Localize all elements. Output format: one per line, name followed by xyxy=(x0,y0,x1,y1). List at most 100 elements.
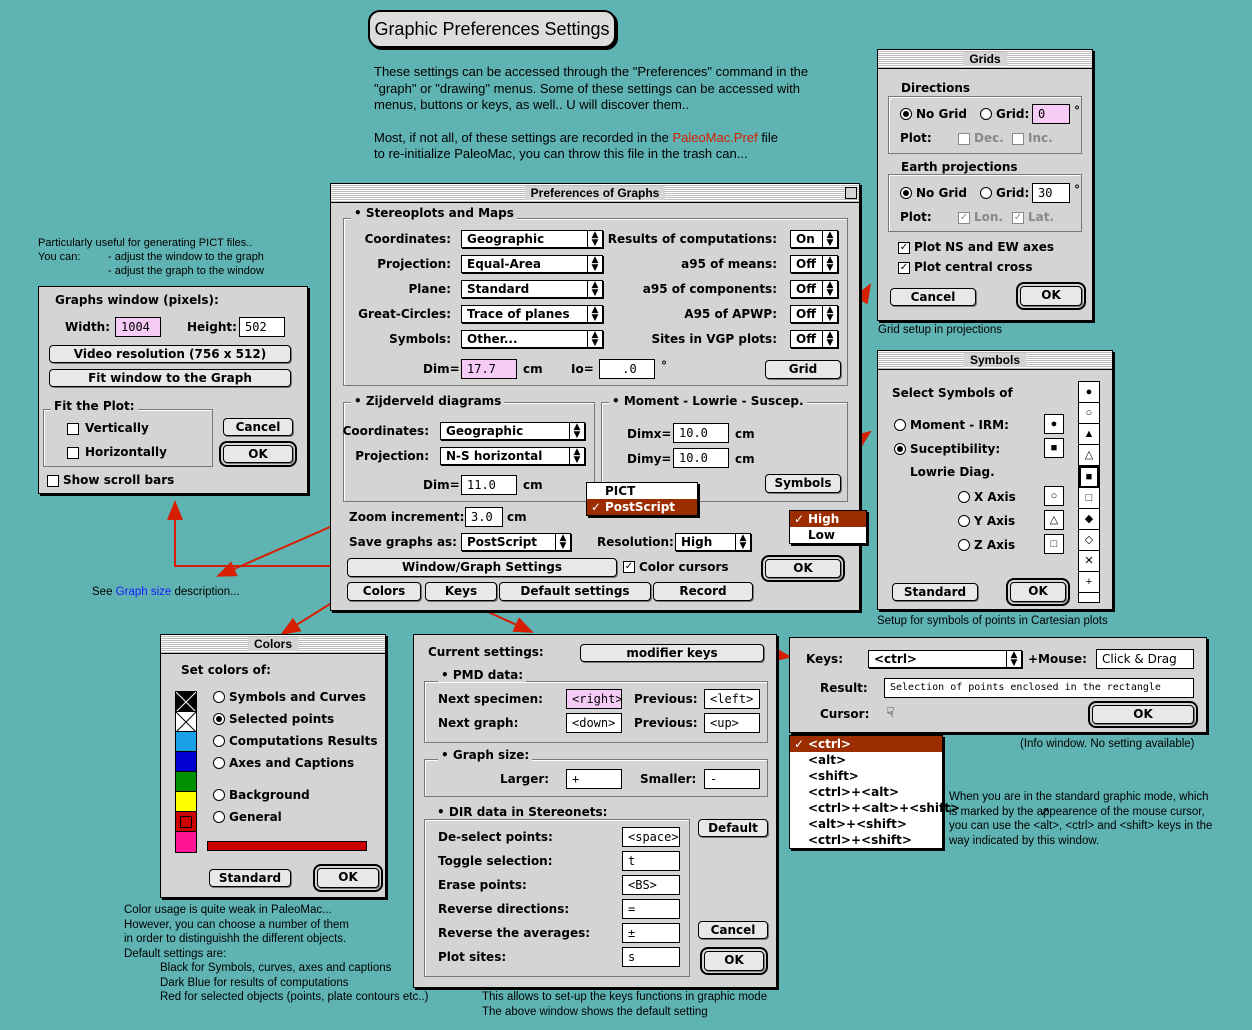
palette-symbol[interactable]: ● xyxy=(1079,382,1099,403)
earth-grid-radio[interactable] xyxy=(980,187,992,199)
results-popup[interactable]: On▲▼ xyxy=(790,230,838,248)
color-cursors-checkbox[interactable]: ✓ xyxy=(623,561,635,573)
save-as-popup[interactable]: PostScript▲▼ xyxy=(461,533,571,551)
inc-checkbox[interactable] xyxy=(1012,133,1024,145)
key-row-field[interactable]: <BS> xyxy=(622,875,680,895)
keys-ok-button[interactable]: OK xyxy=(700,947,768,975)
color-target-radio[interactable] xyxy=(213,789,225,801)
height-field[interactable]: 502 xyxy=(239,317,285,337)
color-target-radio[interactable] xyxy=(213,757,225,769)
resolution-menu-item[interactable]: ✓High xyxy=(790,511,866,527)
palette-symbol[interactable]: ○ xyxy=(1079,403,1099,424)
zoom-box-icon[interactable] xyxy=(845,187,857,199)
grid-button[interactable]: Grid xyxy=(765,360,841,379)
vertically-checkbox[interactable] xyxy=(67,423,79,435)
dimy-field[interactable]: 10.0 xyxy=(673,448,729,468)
resolution-popup[interactable]: High▲▼ xyxy=(675,533,751,551)
swatch-light-blue[interactable] xyxy=(175,731,197,753)
palette-symbol[interactable]: + xyxy=(1079,572,1099,593)
x-axis-radio[interactable] xyxy=(958,491,970,503)
palette-symbol[interactable]: ▲ xyxy=(1079,424,1099,445)
dir-grid-field[interactable]: 0 xyxy=(1032,104,1070,124)
a95-means-popup[interactable]: Off▲▼ xyxy=(790,255,838,273)
keys-menu-item[interactable]: <alt>+<shift> xyxy=(808,817,907,831)
previous-specimen-field[interactable]: <left> xyxy=(704,689,760,709)
keys-menu-item[interactable]: <ctrl>+<shift> xyxy=(808,833,912,847)
y-axis-radio[interactable] xyxy=(958,515,970,527)
gwin-cancel-button[interactable]: Cancel xyxy=(223,418,293,436)
moment-symbol[interactable]: ● xyxy=(1044,414,1064,434)
graph-size-link[interactable]: Graph size xyxy=(115,586,172,598)
zoom-field[interactable]: 3.0 xyxy=(465,507,503,527)
central-cross-checkbox[interactable]: ✓ xyxy=(898,262,910,274)
grids-ok-button[interactable]: OK xyxy=(1016,282,1086,310)
palette-symbol[interactable]: ■ xyxy=(1079,466,1099,488)
swatch-black[interactable] xyxy=(175,691,197,713)
keys-cancel-button[interactable]: Cancel xyxy=(698,921,768,939)
dir-no-grid-radio[interactable] xyxy=(900,108,912,120)
x-axis-symbol[interactable]: ○ xyxy=(1044,486,1064,506)
plane-popup[interactable]: Standard▲▼ xyxy=(461,280,603,298)
pref-file-link[interactable]: PaleoMac.Pref xyxy=(672,129,758,145)
key-row-field[interactable]: ± xyxy=(622,923,680,943)
lon-checkbox[interactable]: ✓ xyxy=(958,212,970,224)
stereo-dim-field[interactable]: 17.7 xyxy=(461,359,517,379)
lat-checkbox[interactable]: ✓ xyxy=(1012,212,1024,224)
smaller-field[interactable]: - xyxy=(704,769,760,789)
record-button[interactable]: Record xyxy=(653,582,753,601)
swatch-yellow[interactable] xyxy=(175,791,197,813)
zijd-projection-popup[interactable]: N-S horizontal▲▼ xyxy=(440,447,585,465)
io-field[interactable]: .0 xyxy=(599,359,655,379)
info-ok-button[interactable]: OK xyxy=(1088,701,1198,728)
coordinates-popup[interactable]: Geographic▲▼ xyxy=(461,230,603,248)
ns-ew-axes-checkbox[interactable]: ✓ xyxy=(898,242,910,254)
keys-menu-item[interactable]: <alt> xyxy=(808,753,847,767)
keys-menu-item[interactable]: <shift> xyxy=(808,769,859,783)
colors-ok-button[interactable]: OK xyxy=(313,864,383,892)
keys-default-button[interactable]: Default xyxy=(698,819,768,837)
swatch-green[interactable] xyxy=(175,771,197,793)
dir-grid-radio[interactable] xyxy=(980,108,992,120)
a95-components-popup[interactable]: Off▲▼ xyxy=(790,280,838,298)
keys-button[interactable]: Keys xyxy=(425,582,497,601)
ok-button[interactable]: OK xyxy=(761,555,845,582)
color-target-radio[interactable] xyxy=(213,713,225,725)
symbols-standard-button[interactable]: Standard xyxy=(892,583,978,601)
projection-popup[interactable]: Equal-Area▲▼ xyxy=(461,255,603,273)
keys-menu-item[interactable]: <ctrl>+<alt> xyxy=(808,785,900,799)
dimx-field[interactable]: 10.0 xyxy=(673,423,729,443)
palette-symbol[interactable]: □ xyxy=(1079,488,1099,509)
color-target-radio[interactable] xyxy=(213,811,225,823)
default-settings-button[interactable]: Default settings xyxy=(499,582,651,601)
apwp-popup[interactable]: Off▲▼ xyxy=(790,305,838,323)
gwin-ok-button[interactable]: OK xyxy=(219,441,297,467)
color-target-radio[interactable] xyxy=(213,691,225,703)
swatch-white[interactable] xyxy=(175,711,197,733)
zijd-coordinates-popup[interactable]: Geographic▲▼ xyxy=(440,422,585,440)
save-as-menu-item[interactable]: PICT xyxy=(605,484,636,498)
y-axis-symbol[interactable]: △ xyxy=(1044,510,1064,530)
symbols-button[interactable]: Symbols xyxy=(765,474,841,493)
color-target-radio[interactable] xyxy=(213,735,225,747)
colors-button[interactable]: Colors xyxy=(347,582,421,601)
key-row-field[interactable]: s xyxy=(622,947,680,967)
grids-cancel-button[interactable]: Cancel xyxy=(890,288,976,306)
video-resolution-button[interactable]: Video resolution (756 x 512) xyxy=(49,345,291,363)
keys-menu-item[interactable]: ✓<ctrl> xyxy=(790,736,942,752)
swatch-red[interactable] xyxy=(175,811,197,833)
larger-field[interactable]: + xyxy=(566,769,622,789)
great-circles-popup[interactable]: Trace of planes▲▼ xyxy=(461,305,603,323)
next-specimen-field[interactable]: <right> xyxy=(566,689,623,709)
symbols-popup[interactable]: Other...▲▼ xyxy=(461,330,603,348)
fit-window-button[interactable]: Fit window to the Graph xyxy=(49,369,291,387)
keys-menu-item[interactable]: <ctrl>+<alt>+<shift> xyxy=(808,801,961,815)
previous-graph-field[interactable]: <up> xyxy=(704,713,760,733)
z-axis-symbol[interactable]: □ xyxy=(1044,534,1064,554)
window-graph-settings-button[interactable]: Window/Graph Settings xyxy=(347,558,617,577)
palette-symbol[interactable]: ◇ xyxy=(1079,530,1099,551)
palette-symbol[interactable]: ✕ xyxy=(1079,551,1099,572)
swatch-pink[interactable] xyxy=(175,831,197,853)
modifier-keys-button[interactable]: modifier keys xyxy=(580,644,764,662)
vgp-popup[interactable]: Off▲▼ xyxy=(790,330,838,348)
save-as-menu-item[interactable]: ✓PostScript xyxy=(587,499,697,515)
